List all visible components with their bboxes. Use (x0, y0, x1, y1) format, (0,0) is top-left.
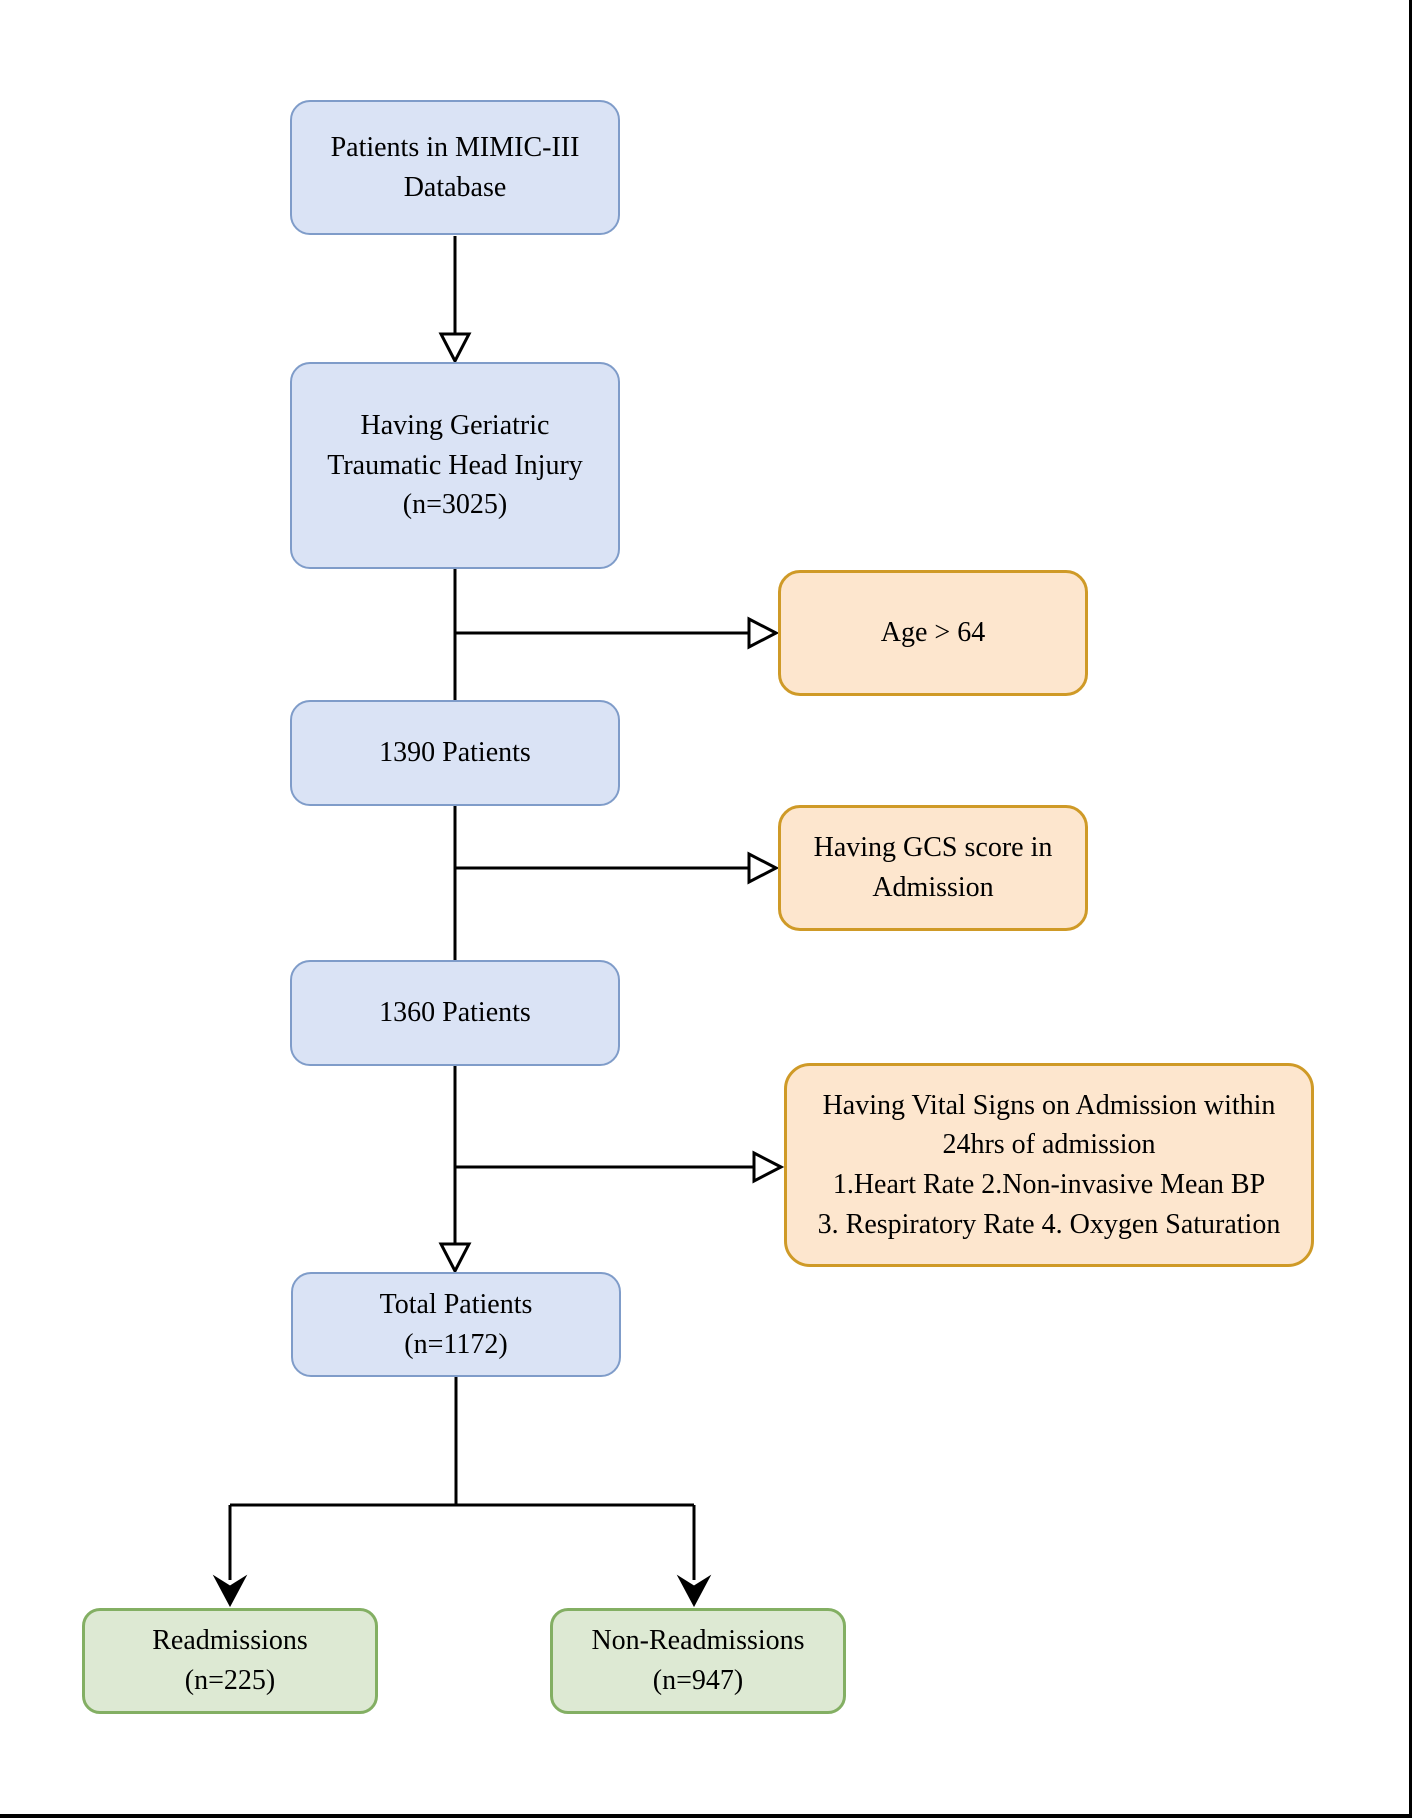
node-1360-patients-label: 1360 Patients (379, 997, 531, 1029)
node-1390-patients: 1390 Patients (290, 700, 620, 806)
node-mimic-database: Patients in MIMIC-III Database (290, 100, 620, 235)
node-total-patients: Total Patients (n=1172) (291, 1272, 621, 1377)
arrowhead-filled-down-readmissions (212, 1574, 248, 1608)
arrowhead-open-down-total (438, 1242, 472, 1275)
arrowhead-open-right-age (747, 616, 780, 650)
node-gcs-criterion-label: Having GCS score in Admission (813, 832, 1053, 903)
node-geriatric-head-injury-label: Having Geriatric Traumatic Head Injury (… (327, 409, 583, 521)
arrowhead-open-down-geriatric (438, 332, 472, 365)
arrowhead-open-right-vitals (752, 1150, 785, 1184)
node-age-criterion: Age > 64 (778, 570, 1088, 696)
node-geriatric-head-injury: Having Geriatric Traumatic Head Injury (… (290, 362, 620, 569)
node-non-readmissions-label: Non-Readmissions (n=947) (591, 1625, 805, 1696)
node-age-criterion-label: Age > 64 (880, 617, 986, 649)
node-gcs-criterion: Having GCS score in Admission (778, 805, 1088, 931)
node-readmissions-label: Readmissions (n=225) (152, 1625, 308, 1696)
node-readmissions: Readmissions (n=225) (82, 1608, 378, 1714)
node-vital-signs-criterion-label: Having Vital Signs on Admission within 2… (817, 1089, 1281, 1240)
arrowhead-filled-down-nonreadmissions (676, 1574, 712, 1608)
node-1390-patients-label: 1390 Patients (379, 737, 531, 769)
arrowhead-open-right-gcs (747, 851, 780, 885)
node-1360-patients: 1360 Patients (290, 960, 620, 1066)
node-mimic-database-label: Patients in MIMIC-III Database (330, 131, 580, 203)
node-vital-signs-criterion: Having Vital Signs on Admission within 2… (784, 1063, 1314, 1267)
node-total-patients-label: Total Patients (n=1172) (379, 1288, 533, 1360)
node-non-readmissions: Non-Readmissions (n=947) (550, 1608, 846, 1714)
